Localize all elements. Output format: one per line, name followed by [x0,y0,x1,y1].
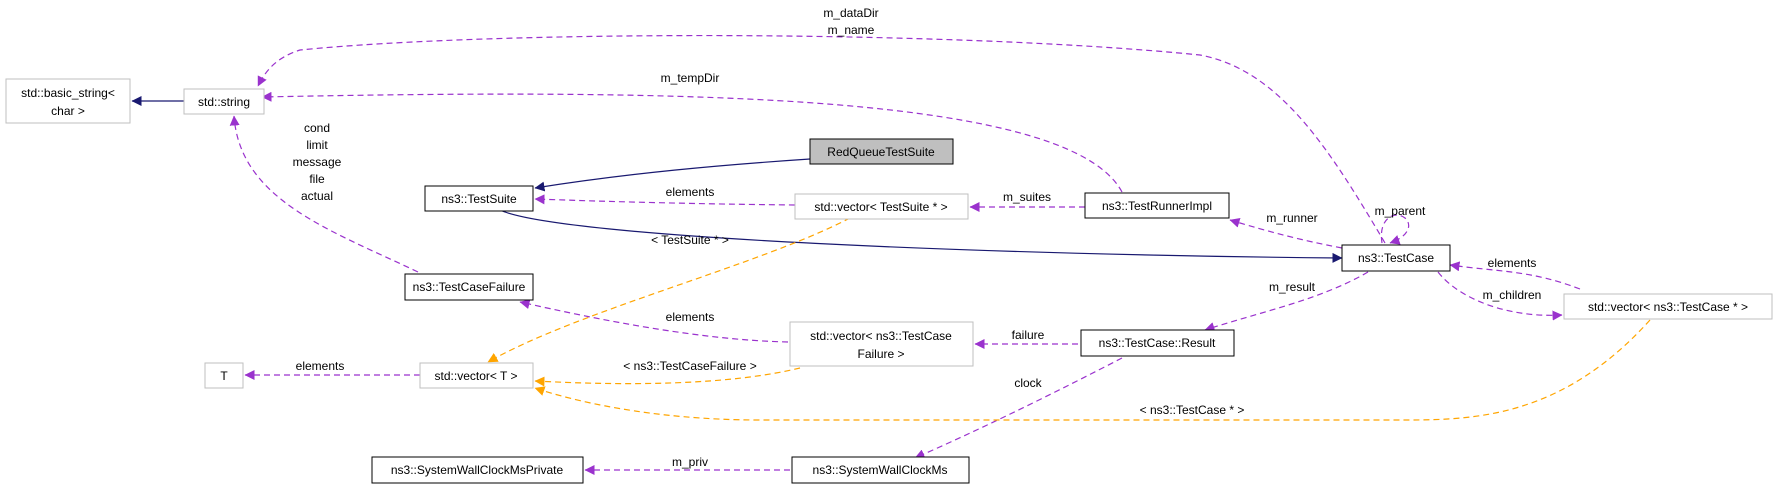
edge-testsuite-to-testcase [499,209,1343,263]
edge-tcf-to-string [229,115,419,273]
label-tpl-failure: < ns3::TestCaseFailure > [623,359,756,373]
edge-result-to-swc [914,357,1123,459]
node-test-case-failure[interactable]: ns3::TestCaseFailure [404,273,534,301]
edge-vector-testcase-to-vector-t [534,319,1651,421]
label-file: file [309,172,325,186]
label-elements-cases: elements [1488,256,1537,270]
edge-testcase-self-parent [1380,214,1410,245]
node-t[interactable]: T [204,362,244,389]
node-test-case-label: ns3::TestCase [1358,251,1434,265]
node-test-case-result[interactable]: ns3::TestCase::Result [1080,329,1235,357]
label-children: m_children [1483,288,1542,302]
label-priv: m_priv [672,455,708,469]
node-swc-private-label: ns3::SystemWallClockMsPrivate [391,463,564,477]
node-vector-test-suite-label: std::vector< TestSuite * > [814,200,947,214]
node-string[interactable]: std::string [183,88,265,115]
node-t-label: T [220,369,228,383]
edge-testcase-to-runner [1229,217,1343,249]
node-red-queue-label: RedQueueTestSuite [827,145,935,159]
node-test-runner-impl[interactable]: ns3::TestRunnerImpl [1084,192,1230,219]
label-parent: m_parent [1375,204,1426,218]
node-vector-test-suite[interactable]: std::vector< TestSuite * > [794,193,969,220]
label-elements-failures: elements [666,310,715,324]
node-vector-t-label: std::vector< T > [435,369,518,383]
edge-vector-testsuite-to-testsuite [534,194,796,206]
node-test-suite[interactable]: ns3::TestSuite [424,185,534,212]
edge-vector-testsuite-to-vector-t [487,217,851,363]
edge-testcase-to-string-datadir [257,34,1386,244]
label-message: message [293,155,342,169]
node-basic-string-line2: char > [51,104,85,118]
edge-vector-tcf-to-tcf [519,299,789,343]
node-vector-test-case-label: std::vector< ns3::TestCase * > [1588,300,1748,314]
label-elements-suites: elements [666,185,715,199]
edge-runner-to-string-tempdir [261,91,1123,193]
label-result: m_result [1269,280,1316,294]
node-swc-label: ns3::SystemWallClockMs [813,463,948,477]
node-vector-test-case-failure[interactable]: std::vector< ns3::TestCase Failure > [789,321,974,367]
label-elements-t: elements [296,359,345,373]
node-vector-tcf-line1: std::vector< ns3::TestCase [810,329,952,343]
label-tpl-testsuite: < TestSuite * > [651,233,729,247]
node-string-label: std::string [198,95,250,109]
label-failure: failure [1012,328,1045,342]
node-test-case-failure-label: ns3::TestCaseFailure [413,280,526,294]
node-test-suite-label: ns3::TestSuite [441,192,517,206]
node-test-case[interactable]: ns3::TestCase [1341,244,1451,272]
edge-vector-tcf-to-vector-t [534,367,801,387]
label-tpl-testcase: < ns3::TestCase * > [1140,403,1245,417]
label-name: m_name [828,23,875,37]
label-temp-dir: m_tempDir [661,71,720,85]
node-system-wall-clock-ms-private[interactable]: ns3::SystemWallClockMsPrivate [371,456,584,484]
label-suites: m_suites [1003,190,1051,204]
label-data-dir: m_dataDir [823,6,878,20]
node-test-case-result-label: ns3::TestCase::Result [1099,336,1216,350]
node-vector-test-case[interactable]: std::vector< ns3::TestCase * > [1563,293,1773,320]
label-cond: cond [304,121,330,135]
edge-redqueue-to-testsuite [534,158,811,192]
node-test-runner-impl-label: ns3::TestRunnerImpl [1102,199,1212,213]
node-system-wall-clock-ms[interactable]: ns3::SystemWallClockMs [791,456,970,484]
node-basic-string-line1: std::basic_string< [21,86,115,100]
edge-testcase-to-result [1204,271,1369,332]
label-limit: limit [306,138,328,152]
edge-testcase-to-vector-testcase [1437,271,1563,321]
label-actual: actual [301,189,333,203]
node-vector-tcf-line2: Failure > [857,347,904,361]
label-failure-fields: cond limit message file actual [293,121,342,203]
label-runner: m_runner [1266,211,1317,225]
node-red-queue-test-suite[interactable]: RedQueueTestSuite [809,138,954,165]
node-vector-t[interactable]: std::vector< T > [419,362,534,389]
node-basic-string[interactable]: std::basic_string< char > [5,78,131,124]
label-clock: clock [1014,376,1042,390]
